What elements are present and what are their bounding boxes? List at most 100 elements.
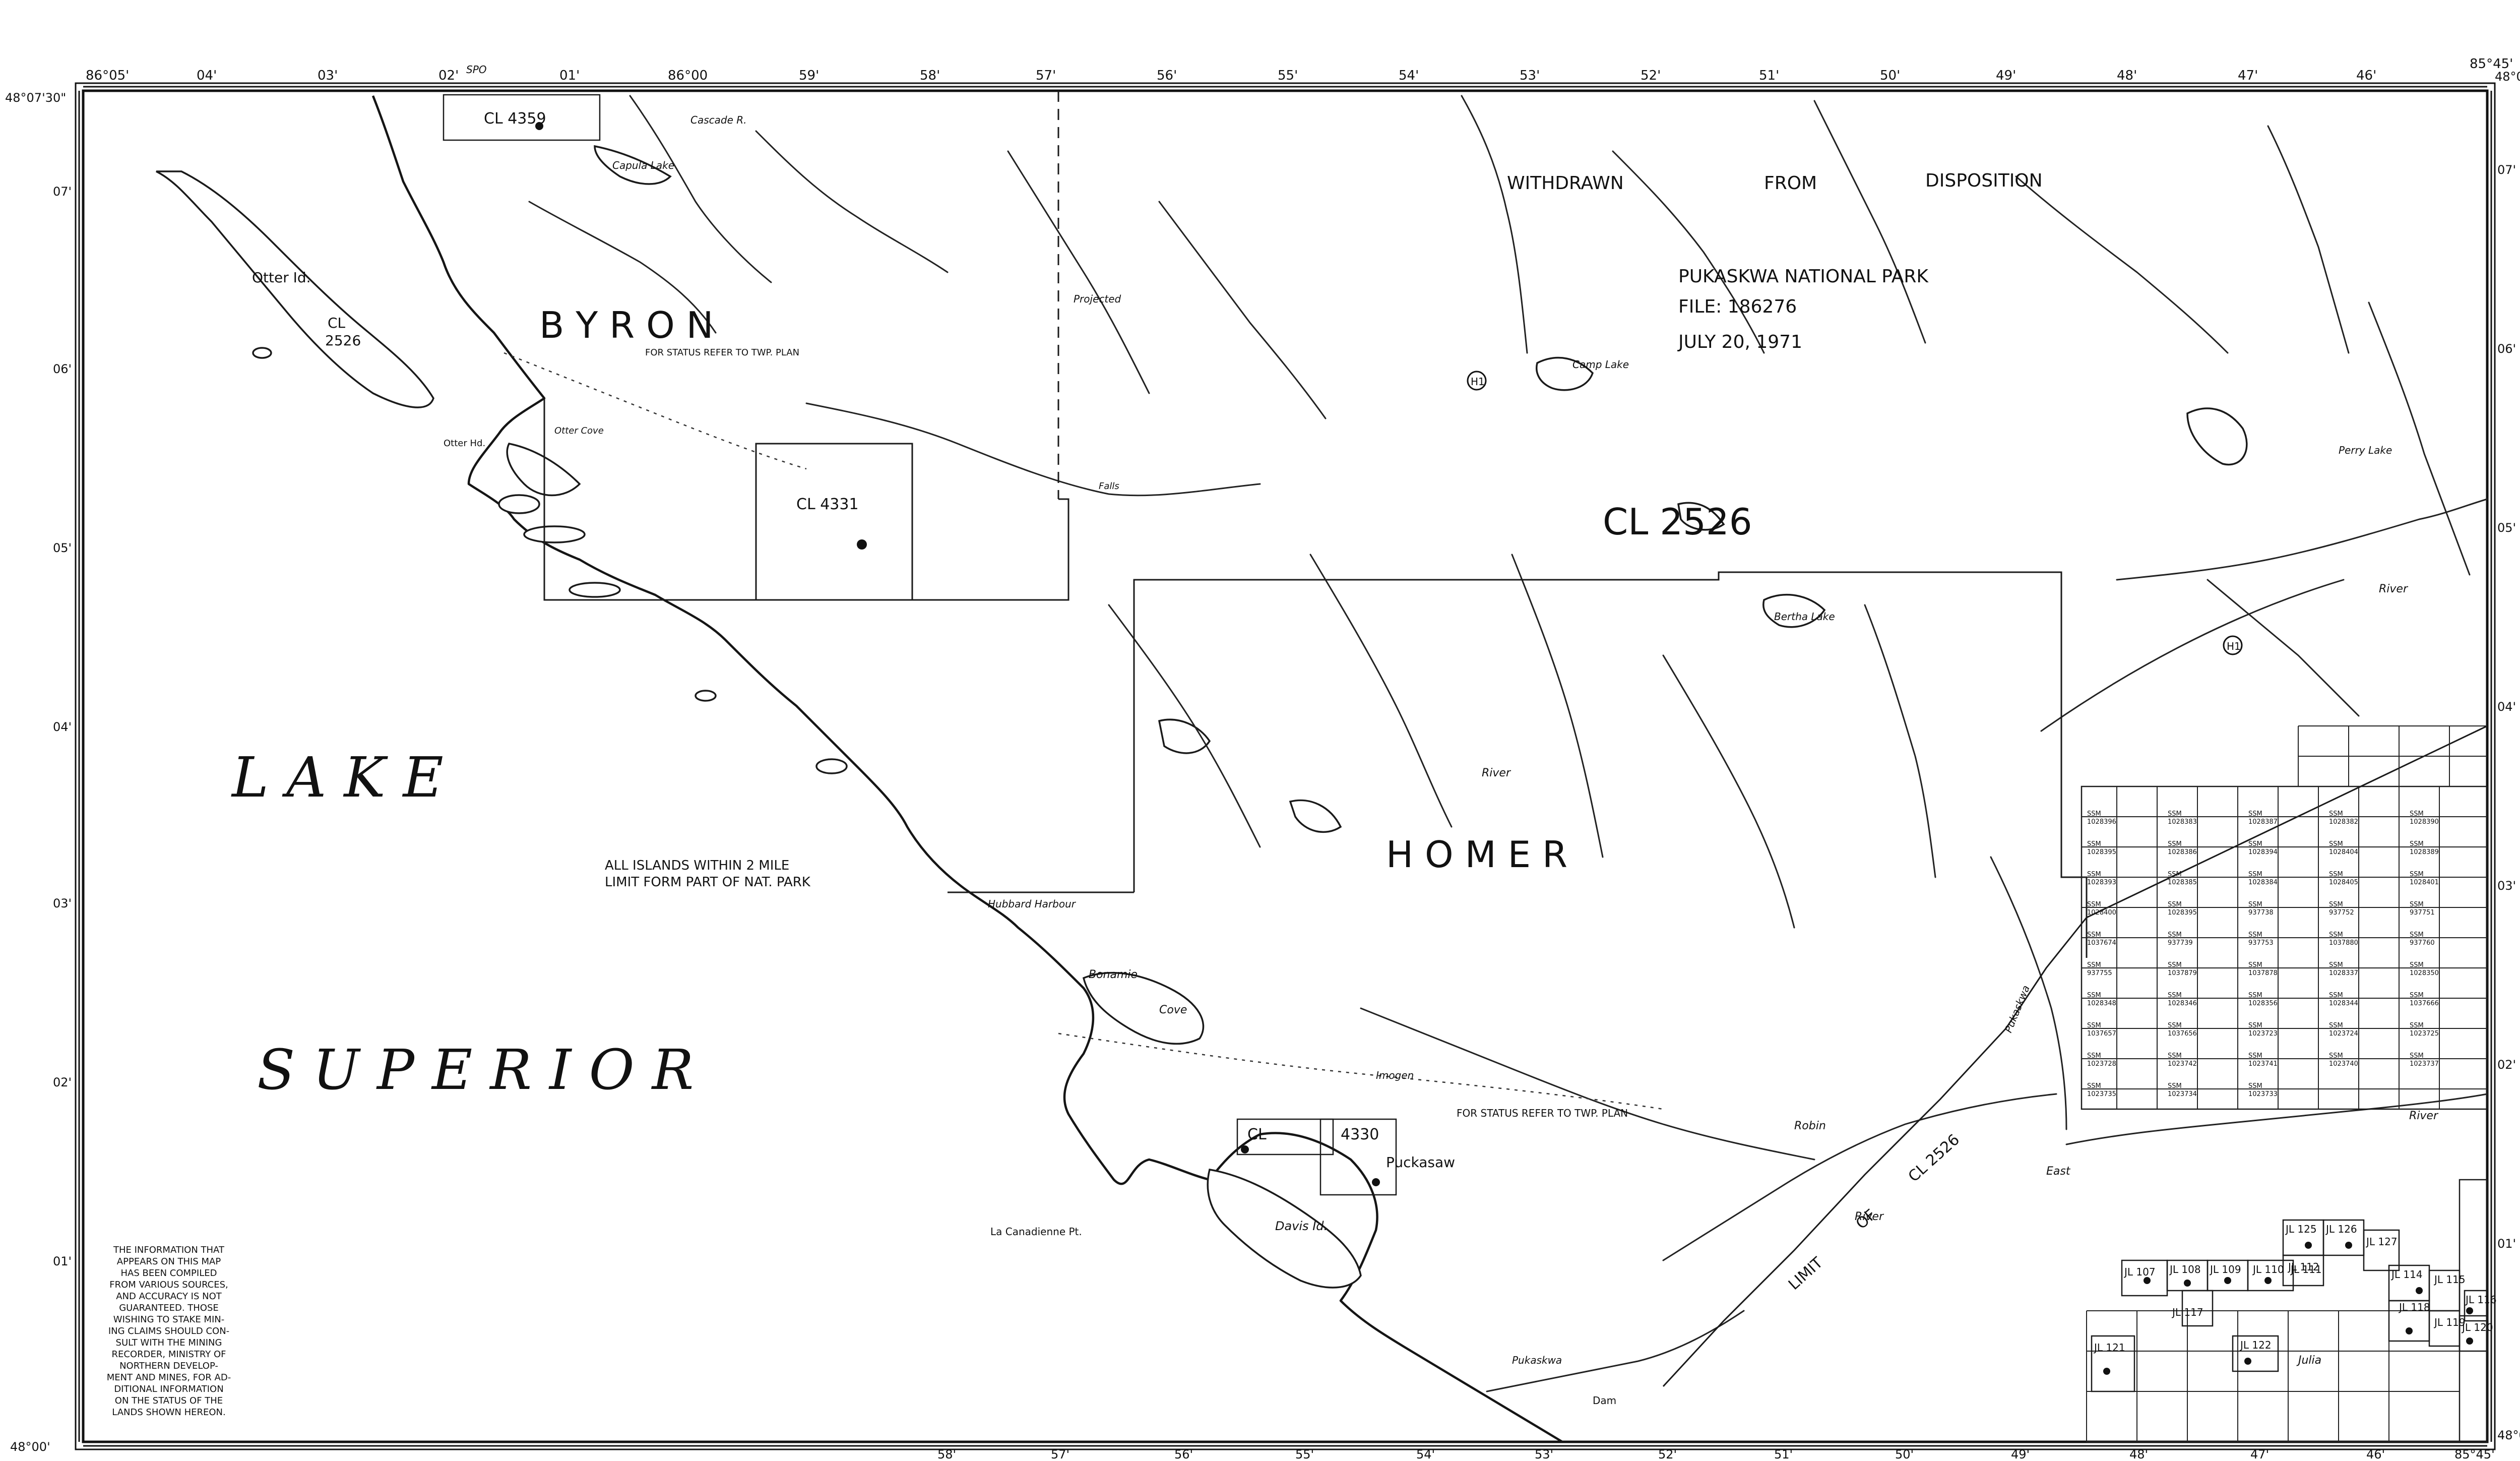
ssm-claim-label: SSM — [2168, 840, 2182, 848]
lon-label: 59' — [799, 68, 819, 83]
lat-label: 07' — [53, 185, 72, 199]
ssm-claim-label: 1028383 — [2168, 818, 2197, 826]
lat-label: 03' — [2497, 879, 2516, 893]
lon-label: 46' — [2366, 1447, 2385, 1461]
ssm-claim-label: 937753 — [2248, 939, 2274, 947]
date-label: JULY 20, 1971 — [1677, 332, 1802, 352]
disclaimer-line: APPEARS ON THIS MAP — [117, 1256, 221, 1267]
disclaimer-line: AND ACCURACY IS NOT — [116, 1291, 222, 1302]
ssm-claim-label: 1028382 — [2329, 818, 2358, 826]
ssm-claim-label: SSM — [2410, 961, 2424, 969]
ssm-claim-label: SSM — [2248, 840, 2262, 848]
camp-lake-label: Camp Lake — [1572, 358, 1629, 371]
disclaimer-line: LANDS SHOWN HEREON. — [112, 1407, 225, 1418]
jl-claim-label: JL 114 — [2390, 1268, 2423, 1281]
lat-label: 48°07'30" — [2495, 70, 2520, 84]
lon-label: 47' — [2238, 68, 2258, 83]
ssm-claim-label: 937751 — [2410, 909, 2435, 917]
falls-label: Falls — [1099, 481, 1119, 492]
jl-claim-label: JL 110 — [2252, 1263, 2284, 1275]
islands-note-line-2: LIMIT FORM PART OF NAT. PARK — [605, 875, 811, 890]
ssm-claim-label: SSM — [2329, 1022, 2343, 1029]
ssm-claim-label: SSM — [2329, 810, 2343, 818]
perry-lake-label: Perry Lake — [2339, 444, 2392, 456]
jl-claim-label: JL 112 — [2287, 1261, 2319, 1273]
ssm-claim-label: 1028348 — [2087, 1000, 2116, 1007]
map-outer-frame — [75, 82, 2496, 1450]
ssm-claim-label: SSM — [2248, 901, 2262, 908]
disclaimer-line: GUARANTEED. THOSE — [119, 1303, 219, 1313]
otter-cove-lake — [506, 443, 581, 497]
ssm-claim-label: SSM — [2248, 871, 2262, 878]
lon-label: 57' — [1036, 68, 1056, 83]
ssm-claim-label: 1023723 — [2248, 1030, 2278, 1038]
lat-label: 48°00' — [2497, 1428, 2520, 1442]
lat-label: 05' — [53, 541, 72, 555]
disclaimer-line: NORTHERN DEVELOP- — [119, 1361, 218, 1371]
lat-label: 02' — [2497, 1058, 2516, 1072]
ssm-claim-label: 1037878 — [2248, 969, 2278, 977]
julia-label: Julia — [2296, 1354, 2321, 1367]
small-island — [569, 582, 621, 598]
township-homer-label: H O M E R — [1386, 833, 1567, 876]
ssm-claim-label: 937739 — [2168, 939, 2193, 947]
otter-id-label: Otter Id. — [252, 269, 311, 286]
ssm-claim-label: SSM — [2248, 810, 2262, 818]
ssm-claim-label: 1028385 — [2168, 879, 2197, 886]
river-homer-label: River — [1482, 767, 1511, 779]
lon-label: 58' — [937, 1447, 956, 1461]
ssm-claim-label: SSM — [2410, 901, 2424, 908]
graticule-bars — [78, 86, 2492, 1447]
cl-4330-cl-label: CL — [1247, 1126, 1267, 1143]
ssm-claim-label: SSM — [2087, 931, 2101, 939]
from-label: FROM — [1764, 173, 1817, 194]
small-island — [695, 690, 717, 702]
jl-claim-boxes — [2091, 1219, 2488, 1392]
jl-claim-label: JL 117 — [2171, 1306, 2203, 1318]
otter-num-label: 2526 — [325, 332, 361, 349]
jl-claim-label: JL 121 — [2093, 1342, 2125, 1354]
lon-label: 50' — [1895, 1447, 1914, 1461]
lon-label: 55' — [1278, 68, 1298, 83]
ssm-claim-label: SSM — [2329, 901, 2343, 908]
imogen-label: Imogen — [1376, 1069, 1414, 1081]
lat-label: 06' — [2497, 342, 2516, 356]
ssm-claim-label: SSM — [2168, 961, 2182, 969]
lat-label: 04' — [2497, 700, 2516, 714]
small-island — [498, 494, 540, 514]
disposition-label: DISPOSITION — [1925, 170, 2043, 191]
ssm-claim-label: SSM — [2329, 931, 2343, 939]
ssm-claim-label: SSM — [2087, 1052, 2101, 1060]
lon-label: 49' — [2011, 1447, 2030, 1461]
hubbard-harbour-label: Hubbard Harbour — [988, 898, 1077, 910]
otter-island — [156, 170, 434, 408]
pukaskwa-ne-label: Pukaskwa — [2002, 984, 2032, 1034]
ssm-claim-label: 1028346 — [2168, 1000, 2197, 1007]
ssm-claim-label: SSM — [2410, 871, 2424, 878]
ssm-claim-label: SSM — [2248, 961, 2262, 969]
ssm-claim-label: SSM — [2248, 1052, 2262, 1060]
limit-label: LIMIT — [1785, 1254, 1826, 1294]
top-longitude-labels: 86°05' 04' 03' 02' 01' 86°00 59' 58' 57'… — [86, 56, 2513, 83]
ssm-claim-label: SSM — [2248, 992, 2262, 999]
ssm-claim-label: 1037879 — [2168, 969, 2197, 977]
ssm-claim-label: 1023735 — [2087, 1090, 2116, 1098]
township-byron-label: B Y R O N — [539, 304, 713, 346]
lon-label: 50' — [1880, 68, 1900, 83]
lon-label: 85°45' — [2454, 1447, 2495, 1461]
ssm-claim-label: SSM — [2168, 931, 2182, 939]
lon-label: 56' — [1174, 1447, 1193, 1461]
ssm-claim-label: 1028356 — [2248, 1000, 2278, 1007]
small-island — [815, 758, 848, 774]
ssm-claim-label: 1028400 — [2087, 909, 2116, 917]
lat-label: 02' — [53, 1075, 72, 1089]
perry-lake — [2186, 407, 2248, 466]
bertha-lake — [1762, 593, 1826, 628]
file-label: FILE: 186276 — [1678, 296, 1797, 317]
small-lake — [1289, 799, 1342, 833]
ssm-claim-label: SSM — [2087, 871, 2101, 878]
ssm-claim-label: 1023728 — [2087, 1060, 2116, 1068]
bonamie-label: Bonamie — [1089, 968, 1138, 981]
east-label: East — [2046, 1165, 2071, 1178]
ssm-claim-label: 937752 — [2329, 909, 2354, 917]
